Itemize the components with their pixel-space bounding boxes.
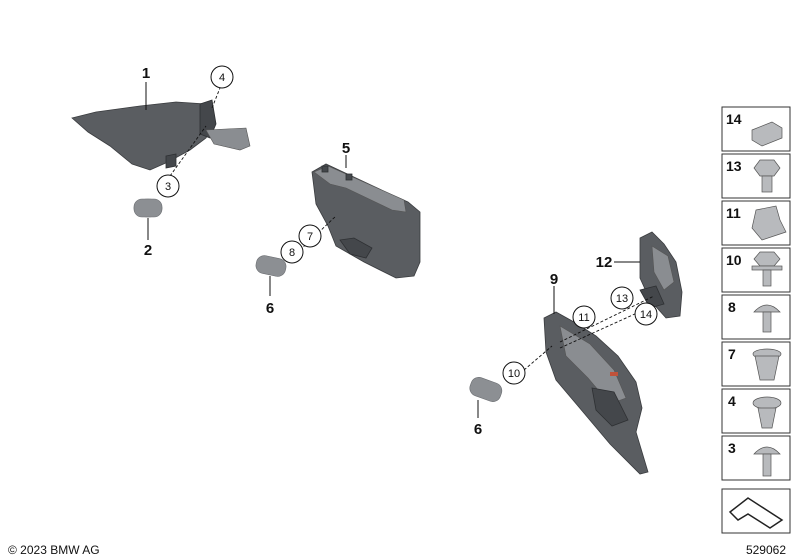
copyright-text: © 2023 BMW AG	[8, 543, 100, 557]
leader-lines	[145, 82, 655, 418]
part-2-cap	[133, 198, 163, 218]
callout-10: 10	[508, 368, 520, 380]
legend-label-7: 7	[728, 346, 736, 362]
part-12-bracket	[639, 231, 683, 319]
spring-clip-icon	[751, 205, 787, 241]
callout-14: 14	[640, 309, 652, 321]
hex-flange-bolt-icon	[751, 251, 783, 287]
push-rivet-icon	[752, 396, 782, 429]
clip-nut-icon	[751, 121, 783, 147]
callout-12: 12	[596, 254, 613, 271]
callout-11: 11	[578, 312, 589, 324]
callout-2: 2	[144, 242, 152, 259]
part-5-middle-trim-panel	[311, 163, 421, 279]
phillips-screw-icon	[753, 446, 781, 477]
hex-bolt-icon	[753, 159, 781, 193]
hardware-legend: 14 13 11 10 8 7	[721, 106, 791, 534]
part-6-cap-right	[469, 377, 503, 402]
callout-6b: 6	[474, 421, 482, 438]
legend-label-8: 8	[728, 299, 736, 315]
fold-arrow-icon	[728, 497, 784, 529]
callout-6a: 6	[266, 300, 274, 317]
callout-5: 5	[342, 140, 350, 157]
callout-8: 8	[289, 247, 295, 259]
callout-1: 1	[142, 65, 150, 82]
legend-label-13: 13	[726, 158, 742, 174]
legend-label-4: 4	[728, 393, 736, 409]
legend-label-14: 14	[726, 111, 742, 127]
legend-label-11: 11	[726, 205, 741, 221]
part-1-upper-trim-panel	[71, 99, 251, 171]
part-6-cap-left	[255, 255, 287, 277]
expanding-nut-icon	[752, 348, 782, 381]
legend-label-10: 10	[726, 252, 742, 268]
callouts: 1 2 5 6 9 12 6 4 3 7 8 11 10 13 14	[142, 65, 658, 438]
callout-9: 9	[550, 271, 558, 288]
part-9-lower-trim-panel	[543, 311, 649, 475]
torx-screw-icon	[753, 304, 781, 333]
callout-3: 3	[165, 181, 171, 193]
callout-4: 4	[219, 72, 225, 84]
legend-label-3: 3	[728, 440, 736, 456]
callout-7: 7	[307, 231, 313, 243]
callout-13: 13	[616, 293, 628, 305]
diagram-number: 529062	[746, 543, 786, 557]
